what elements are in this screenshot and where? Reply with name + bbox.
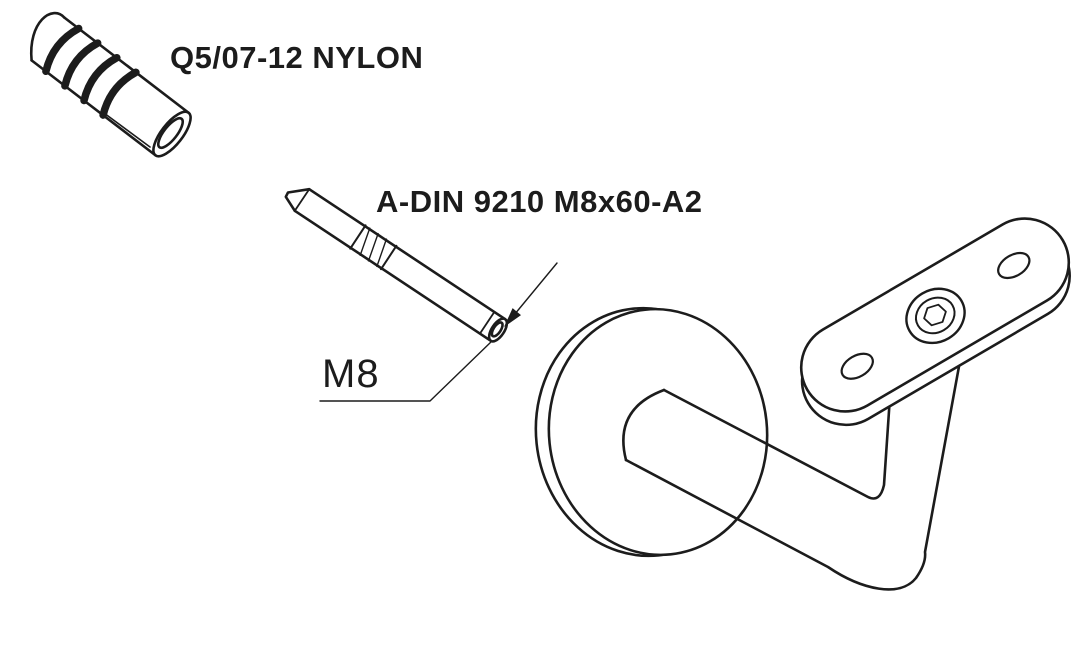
- stud-part-label: A-DIN 9210 M8x60-A2: [376, 184, 703, 219]
- arm-inner-edge: [662, 350, 895, 500]
- nylon-anchor-drawing: [30, 11, 192, 158]
- threaded-stud-drawing: [284, 187, 509, 343]
- saddle-plate-top-face: [799, 217, 1071, 413]
- arm-outer-edge: [624, 348, 964, 591]
- stud-thread-band-edge: [380, 244, 398, 271]
- anchor-fin: [61, 39, 102, 90]
- wall-flange-face: [547, 307, 769, 557]
- saddle-plate: [799, 217, 1071, 427]
- stud-thread-band-edge: [349, 224, 367, 250]
- dimension-label: M8: [322, 352, 380, 396]
- stud-end-face: [487, 317, 509, 343]
- anchor-fin: [42, 24, 83, 76]
- handrail-bracket-drawing: [534, 217, 1071, 591]
- anchor-fin: [80, 53, 121, 105]
- stud-thread-hatch: [367, 232, 379, 262]
- arm-root-arc: [622, 388, 666, 462]
- stud-lower-edge: [293, 209, 493, 343]
- stud-end-inner-ring: [490, 321, 504, 338]
- dimension-leader-upper: [511, 262, 558, 319]
- center-screw-head: [914, 296, 956, 335]
- stud-upper-edge: [307, 187, 507, 321]
- center-screw-boss: [905, 287, 966, 345]
- anchor-body-lower-edge: [30, 59, 157, 157]
- dimension-arrowhead: [504, 308, 521, 327]
- anchor-slot-line: [103, 112, 151, 148]
- stud-tip: [284, 187, 311, 213]
- stud-tip-chamfer-line: [293, 188, 311, 212]
- saddle-screw-hole-right: [997, 251, 1031, 280]
- stud-thread-hatch: [376, 238, 388, 268]
- anchor-part-label: Q5/07-12 NYLON: [170, 40, 424, 75]
- anchor-open-end: [152, 110, 192, 158]
- saddle-screw-hole-left: [840, 352, 874, 380]
- hex-socket-icon: [923, 303, 947, 327]
- stud-thread-hatch: [359, 227, 371, 256]
- dimension-leader-to-label: [319, 340, 493, 402]
- anchor-body-upper-edge: [63, 16, 190, 114]
- dimension-callout: [319, 262, 558, 402]
- anchor-tip-cap: [30, 11, 66, 62]
- stud-end-chamfer-line: [479, 311, 496, 335]
- anchor-fin: [99, 68, 140, 119]
- anchor-bore-hole: [156, 116, 185, 150]
